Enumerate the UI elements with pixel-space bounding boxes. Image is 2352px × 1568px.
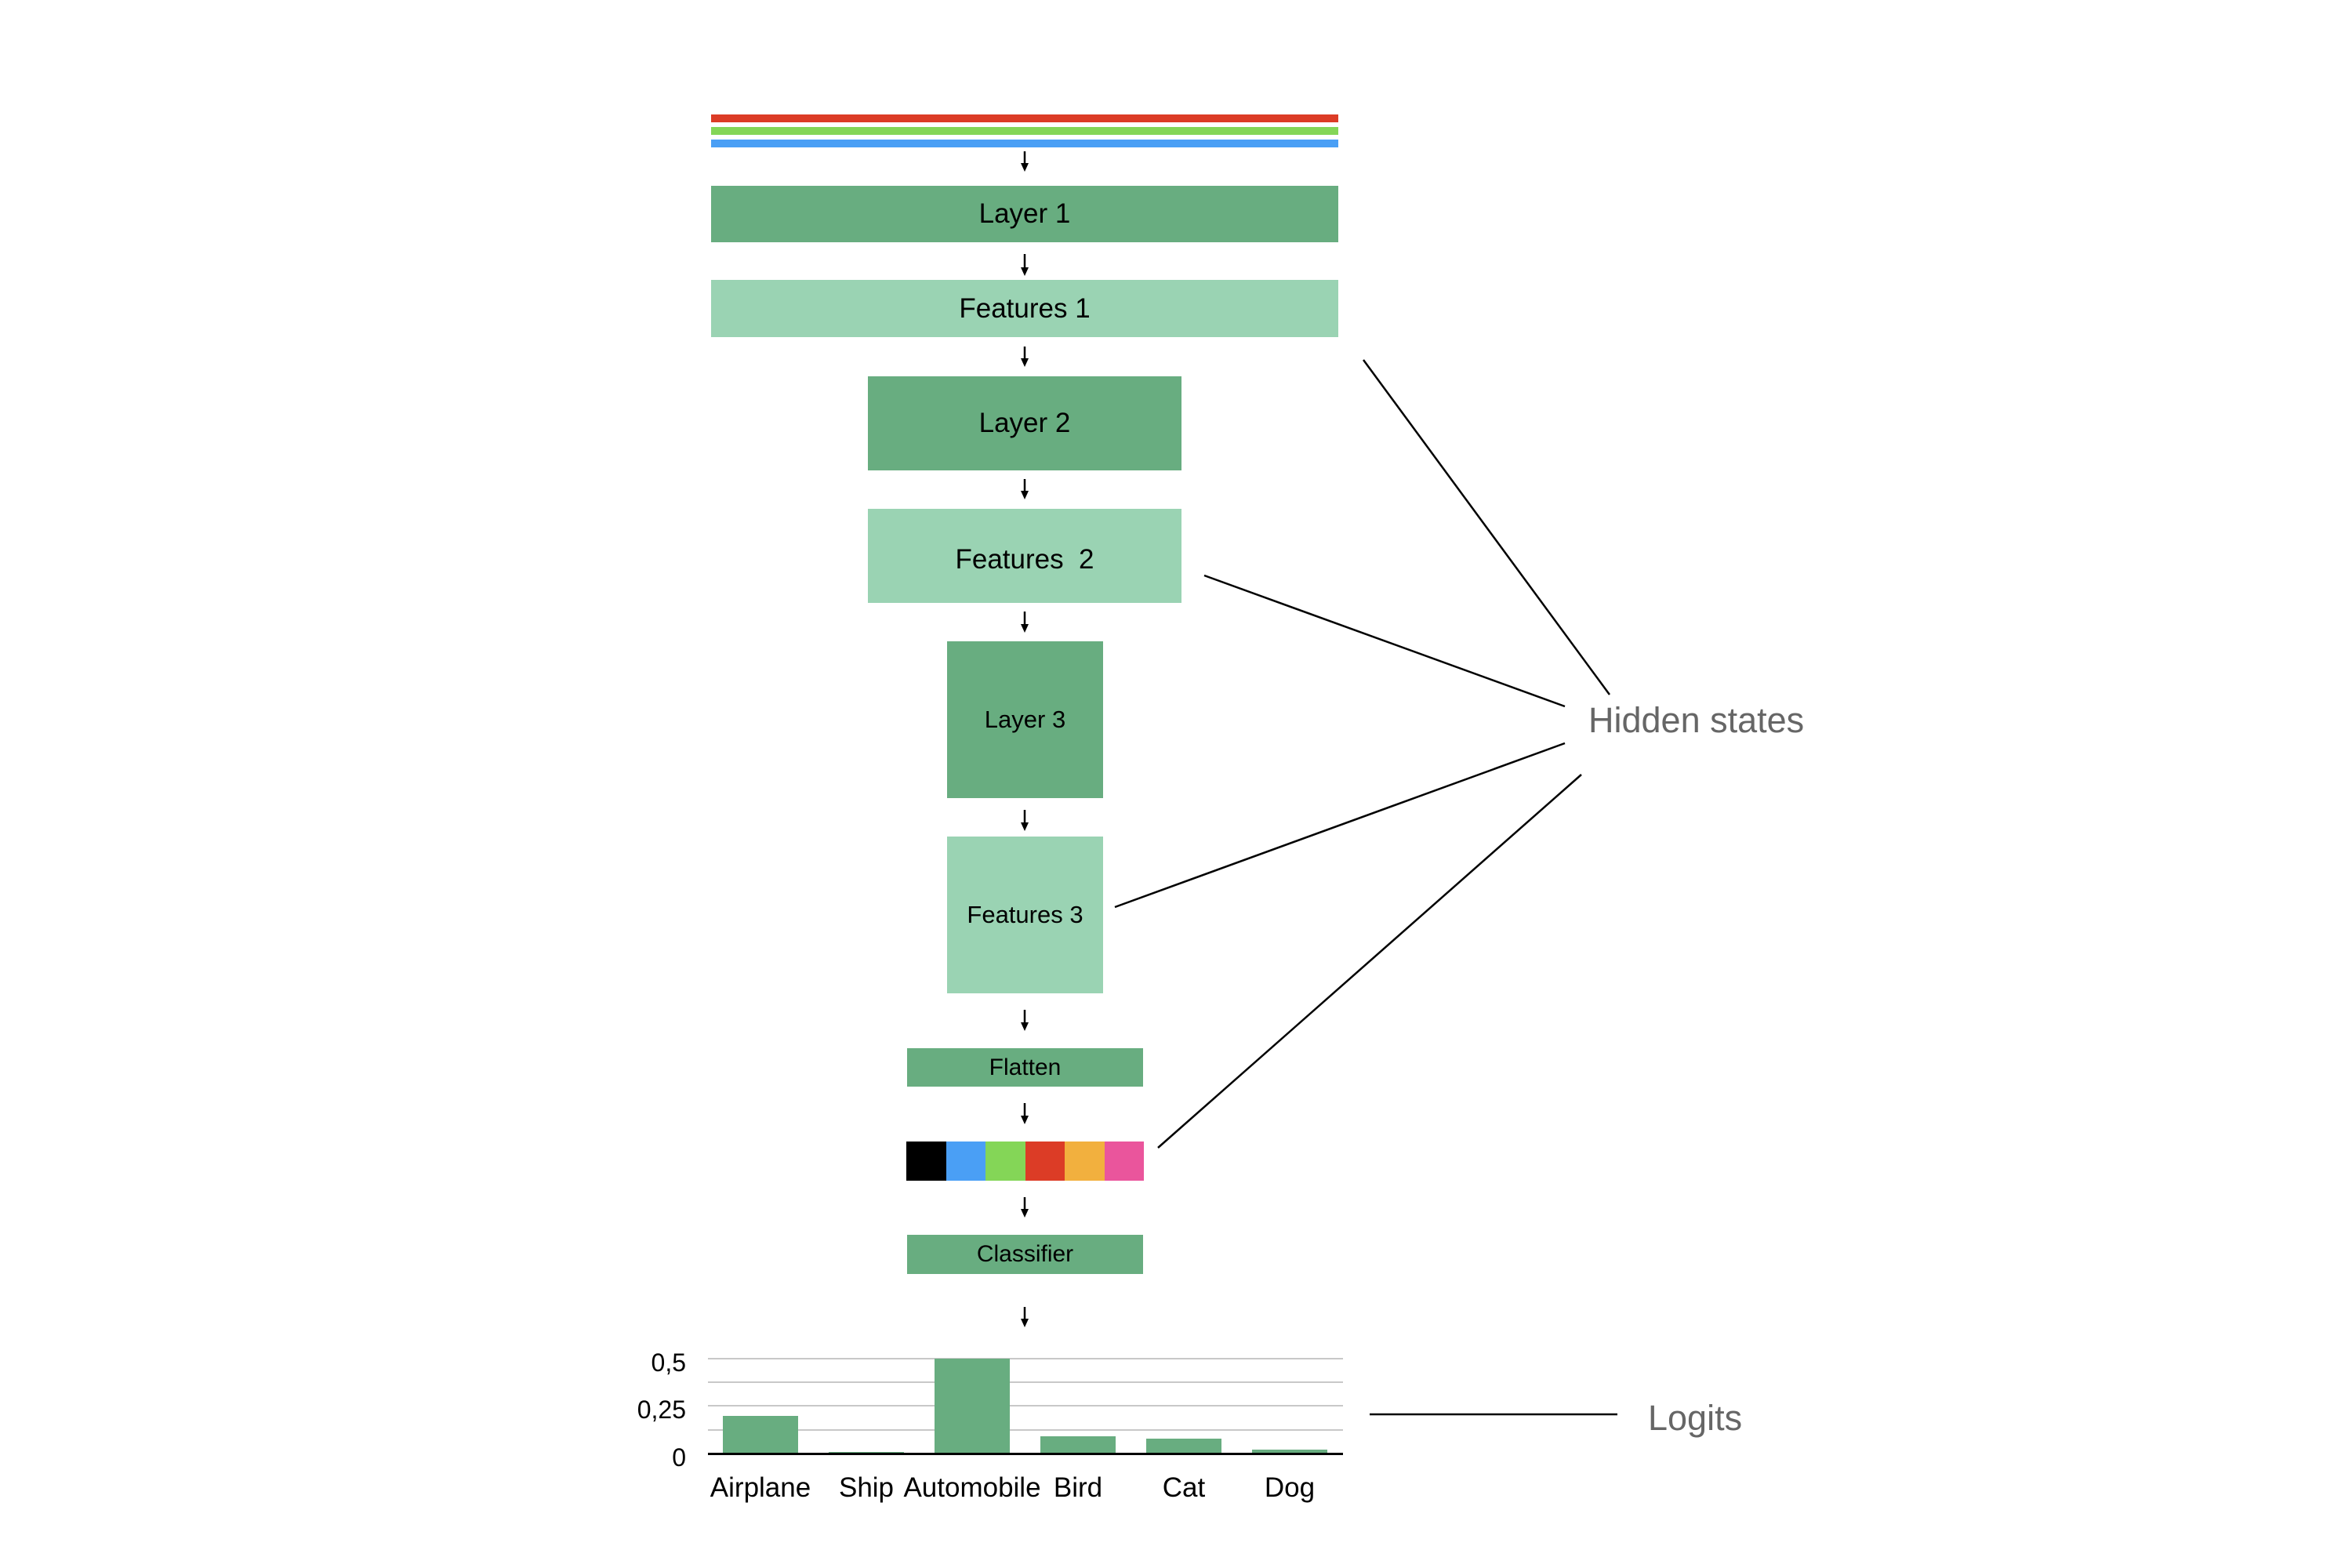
arrow-down-icon (1021, 810, 1029, 831)
hidden-states-line-features-2 (1203, 574, 1566, 708)
flatten-label: Flatten (989, 1054, 1062, 1080)
features-2-label: Features 2 (955, 544, 1094, 575)
features-1-box: Features 1 (711, 280, 1338, 337)
features-3-box: Features 3 (947, 837, 1103, 993)
callout-lines (1114, 359, 1617, 1416)
gridline-0.125 (708, 1429, 1343, 1431)
bar-airplane (723, 1416, 798, 1454)
vector-cell-green (985, 1142, 1025, 1181)
layer-2-label: Layer 2 (978, 408, 1071, 438)
arrow-down-icon (1021, 1197, 1029, 1218)
arrow-down-icon (1021, 1103, 1029, 1124)
arrow-down-icon (1021, 347, 1029, 367)
classifier-box: Classifier (907, 1235, 1143, 1274)
layer-1-label: Layer 1 (978, 198, 1071, 229)
input-channel-blue (711, 140, 1338, 147)
hidden-states-line-vector (1157, 774, 1582, 1149)
input-channel-green (711, 127, 1338, 135)
flow-arrows (1021, 151, 1029, 1327)
arrow-down-icon (1021, 1010, 1029, 1031)
bar-dog (1252, 1450, 1327, 1454)
y-tick-0.5: 0,5 (651, 1348, 686, 1377)
logits-label: Logits (1648, 1398, 1743, 1438)
gridline-0.25 (708, 1405, 1343, 1406)
vector-cell-orange (1065, 1142, 1105, 1181)
y-tick-0: 0 (672, 1443, 686, 1472)
y-tick-0.25: 0,25 (637, 1396, 686, 1424)
layer-3-box: Layer 3 (947, 641, 1103, 798)
features-2-box: Features 2 (868, 509, 1181, 603)
x-label-ship: Ship (838, 1472, 895, 1503)
layer-2-box: Layer 2 (868, 376, 1181, 470)
x-axis-line (708, 1453, 1343, 1455)
hidden-states-label: Hidden states (1588, 700, 1805, 740)
bar-bird (1040, 1436, 1116, 1454)
gridline-0.375 (708, 1381, 1343, 1383)
flatten-box: Flatten (907, 1048, 1143, 1087)
layer-1-box: Layer 1 (711, 186, 1338, 242)
x-label-cat: Cat (1162, 1472, 1206, 1503)
arrow-down-icon (1021, 612, 1029, 633)
vector-cell-red (1025, 1142, 1065, 1181)
gridline-0.5 (708, 1358, 1343, 1359)
x-label-airplane: Airplane (710, 1472, 811, 1503)
x-label-bird: Bird (1053, 1472, 1103, 1503)
x-label-automobile: Automobile (903, 1472, 1041, 1503)
hidden-states-line-features-3 (1114, 742, 1566, 909)
classifier-label: Classifier (976, 1241, 1074, 1267)
input-channel-red (711, 114, 1338, 122)
bar-cat (1146, 1439, 1221, 1454)
features-3-label: Features 3 (967, 901, 1083, 928)
arrow-down-icon (1021, 479, 1029, 499)
vector-cell-black (906, 1142, 946, 1181)
vector-cell-blue (946, 1142, 985, 1181)
arrow-down-icon (1021, 254, 1029, 276)
feature-vector (906, 1142, 1144, 1181)
layer-3-label: Layer 3 (984, 706, 1066, 733)
bar-automobile (935, 1359, 1010, 1454)
hidden-states-line-features-1 (1362, 359, 1611, 695)
arrow-down-icon (1021, 1307, 1029, 1327)
x-label-dog: Dog (1264, 1472, 1316, 1503)
arrow-down-icon (1021, 151, 1029, 172)
features-1-label: Features 1 (959, 292, 1091, 324)
vector-cell-pink (1104, 1142, 1144, 1181)
